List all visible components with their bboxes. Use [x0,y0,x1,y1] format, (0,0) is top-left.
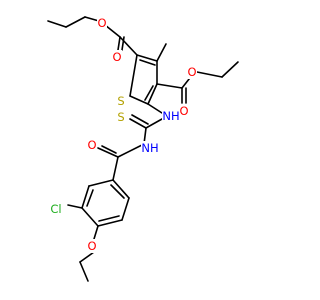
bond [104,24,121,38]
atom-label-nh: NH [162,109,179,123]
bond [86,189,94,207]
atom-label-background [162,109,180,123]
bond [47,20,67,28]
atom-label-background [87,138,97,152]
bond [147,103,163,114]
atom-label-background [187,65,197,79]
atom-label-background [179,104,189,118]
atom-label-o: O [87,138,96,152]
bond [84,16,100,22]
bond [221,61,239,78]
bond [131,114,149,125]
bond [136,54,158,62]
atom-label-o: O [97,16,106,30]
bond [98,215,120,222]
atom-label-o: O [87,239,96,253]
atom-label-nh: NH [141,141,158,155]
bond [117,36,121,51]
atom-label-o: O [179,104,188,118]
bond [88,179,114,187]
atom-label-background [47,202,65,216]
atom-label-background [112,50,122,64]
bond [144,85,154,101]
atom-label-s: S [117,110,124,124]
bond [117,143,145,158]
bond [97,219,123,227]
atom-label-background [116,94,126,108]
atom-label-o: O [112,50,121,64]
atom-label-o: O [187,65,196,79]
bond [67,204,83,209]
bond [119,36,138,56]
bond [121,36,125,51]
bond [79,261,89,282]
atom-label-background [97,16,107,30]
bond [101,145,117,154]
bond [65,16,86,28]
atom-label-cl: Cl [50,202,61,216]
bond [156,43,167,62]
bond [129,118,147,129]
bond [147,83,158,105]
atom-label-s: S [117,94,124,108]
bond [110,184,125,199]
atom-label-background [141,141,159,155]
bond [145,118,163,129]
bond [112,156,119,181]
bond [121,197,130,221]
bond [81,185,90,209]
bond [156,83,183,89]
bond [129,54,138,97]
bond [97,147,119,158]
bond [129,95,149,105]
bond [81,207,99,227]
bond-layer [47,16,239,282]
atom-label-background [87,239,97,253]
atom-label-background [116,110,126,124]
bond [79,251,95,263]
bond [196,71,223,78]
bond [93,225,99,240]
bond [112,179,130,199]
bond [139,59,156,66]
